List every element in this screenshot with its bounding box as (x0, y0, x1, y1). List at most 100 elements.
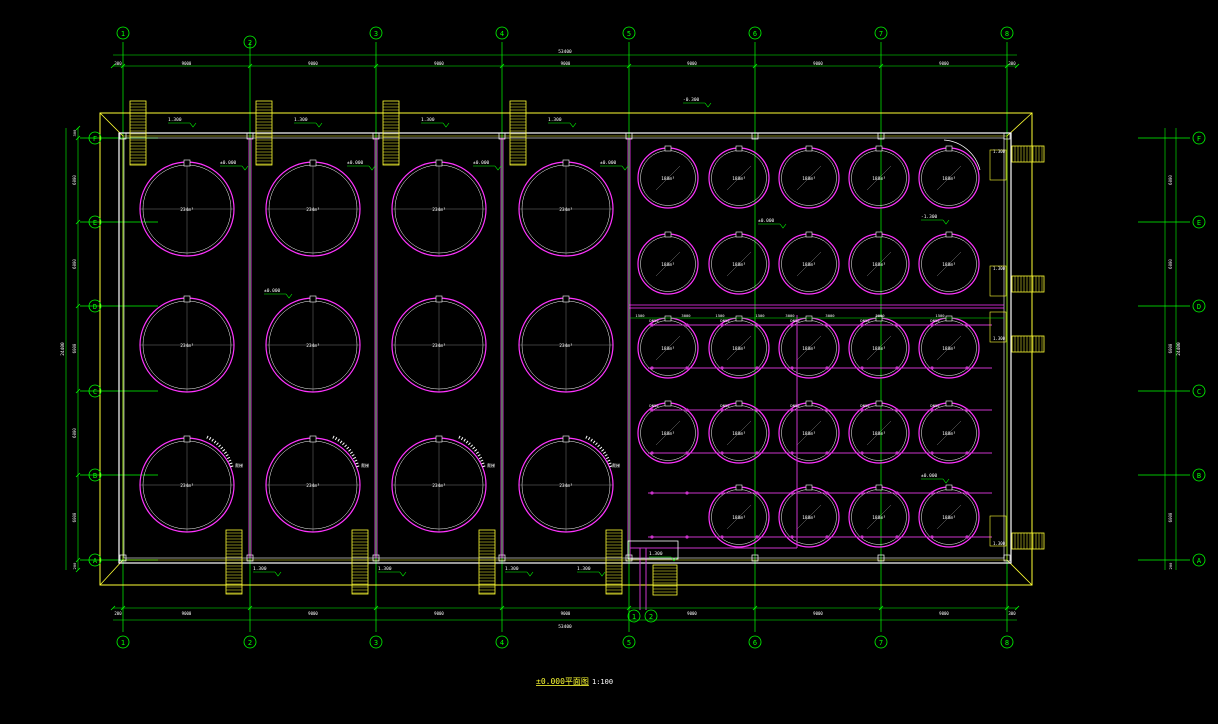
tank-manhole (945, 145, 953, 152)
axis-bubble-top-4-circle (495, 26, 509, 40)
elevation-marker (621, 165, 629, 171)
pillar (877, 554, 885, 562)
dim-right-span: 6000 (1168, 343, 1173, 353)
pipe-valve (965, 451, 969, 455)
tank-manhole (664, 400, 672, 407)
dim-tick (110, 63, 116, 69)
tank-manhole (664, 231, 672, 238)
dim-tick (75, 557, 81, 563)
tank-manhole (805, 484, 813, 491)
pillar (751, 132, 759, 140)
walls (118, 132, 1012, 564)
dim-interior: 1500 (755, 313, 765, 318)
pillar (625, 554, 633, 562)
axis-bubble-left-C-circle (88, 384, 102, 398)
bottom-stair (351, 529, 369, 595)
pillar (625, 132, 633, 140)
tank-diagonal (936, 335, 962, 361)
pipe-valve (650, 323, 654, 327)
axis-bubble-left-A: A (93, 557, 98, 565)
dim-bottom-span: 9000 (939, 611, 949, 616)
axis-bubble-left-D-circle (88, 299, 102, 313)
tank-capacity-label: 188m³ (942, 515, 956, 521)
tank-diagonal (866, 504, 892, 530)
tank-capacity-label: 188m³ (802, 262, 816, 268)
pipe-valve (825, 491, 829, 495)
axis-bubble-left-E: E (93, 219, 97, 227)
tank-diagonal (796, 504, 822, 530)
dim-tick (1014, 605, 1020, 611)
stairs (129, 100, 1045, 596)
tank-capacity-label: 234m³ (432, 483, 446, 489)
tank-diagonal (655, 335, 681, 361)
axis-bubble-bottom-5-circle (622, 635, 636, 649)
dim-left-edge: 300 (72, 129, 77, 137)
tank-capacity-label: 234m³ (180, 343, 194, 349)
elevation-marker (670, 556, 678, 562)
pipe-valve (965, 323, 969, 327)
dim-tick (75, 388, 81, 394)
tank-manhole (875, 145, 883, 152)
dim-tick (75, 219, 81, 225)
stair-frame (1011, 532, 1045, 550)
dim-tick (75, 303, 81, 309)
pipe-valve (650, 491, 654, 495)
pipe-valve (790, 535, 794, 539)
tank-manhole (735, 315, 743, 322)
dim-bottom-span: 200 (114, 611, 122, 616)
axis-bubble-top-7: 7 (879, 30, 883, 38)
axis-bubble-top-1: 1 (121, 30, 125, 38)
axis-bubble-extra-1-circle (627, 609, 641, 623)
axis-bubble-left-D: D (93, 303, 97, 311)
pipe-valve (720, 408, 724, 412)
pillar (877, 132, 885, 140)
dim-tick (120, 605, 126, 611)
axis-bubble-top-3: 3 (374, 30, 378, 38)
dim-interior: 1500 (715, 313, 725, 318)
dim-interior: 3000 (875, 313, 885, 318)
axis-bubble-right-F: F (1197, 135, 1201, 143)
pipe-size-label: DN50 (930, 318, 940, 323)
dim-bottom-span: 9000 (687, 611, 697, 616)
pipe-valve (685, 491, 689, 495)
elevation-marker (942, 219, 950, 225)
pipe-valve (895, 451, 899, 455)
ladder-note: 爬梯 (612, 462, 620, 468)
pillar (119, 554, 127, 562)
top-stair (255, 100, 273, 166)
tank-diagonal (726, 504, 752, 530)
dim-bottom-span: 9000 (434, 611, 444, 616)
tank-manhole (309, 435, 317, 443)
tank-manhole (309, 159, 317, 167)
axis-bubble-right-F-circle (1192, 131, 1206, 145)
pipe-size-label: DN50 (790, 318, 800, 323)
stair-frame (351, 529, 369, 595)
pipe-valve (930, 535, 934, 539)
elevation-tank-row: ±0.000 (347, 160, 364, 166)
axis-bubble-right-D: D (1197, 303, 1201, 311)
tank-diagonal (726, 420, 752, 446)
top-stair (509, 100, 527, 166)
pipe-size-label: DN50 (930, 403, 940, 408)
axis-bubble-top-7-circle (874, 26, 888, 40)
pipe-valve (790, 366, 794, 370)
tank-manhole (945, 315, 953, 322)
pipe-valve (895, 535, 899, 539)
pipe-valve (930, 366, 934, 370)
elevation-misc: -1.300 (921, 214, 938, 220)
axis-bubble-bottom-5: 5 (627, 639, 631, 647)
pillar (372, 132, 380, 140)
tank-manhole (183, 295, 191, 303)
tank-spiral-ladder (585, 435, 613, 468)
dim-right-span: 6000 (1168, 512, 1173, 522)
tank-manhole (805, 231, 813, 238)
dim-tick (373, 605, 379, 611)
dim-top-span: 9000 (939, 61, 949, 66)
outline-corner (99, 559, 124, 586)
pipe-valve (895, 323, 899, 327)
axis-bubble-left-F-circle (88, 131, 102, 145)
dim-tick (1004, 63, 1010, 69)
pipe-valve (930, 491, 934, 495)
